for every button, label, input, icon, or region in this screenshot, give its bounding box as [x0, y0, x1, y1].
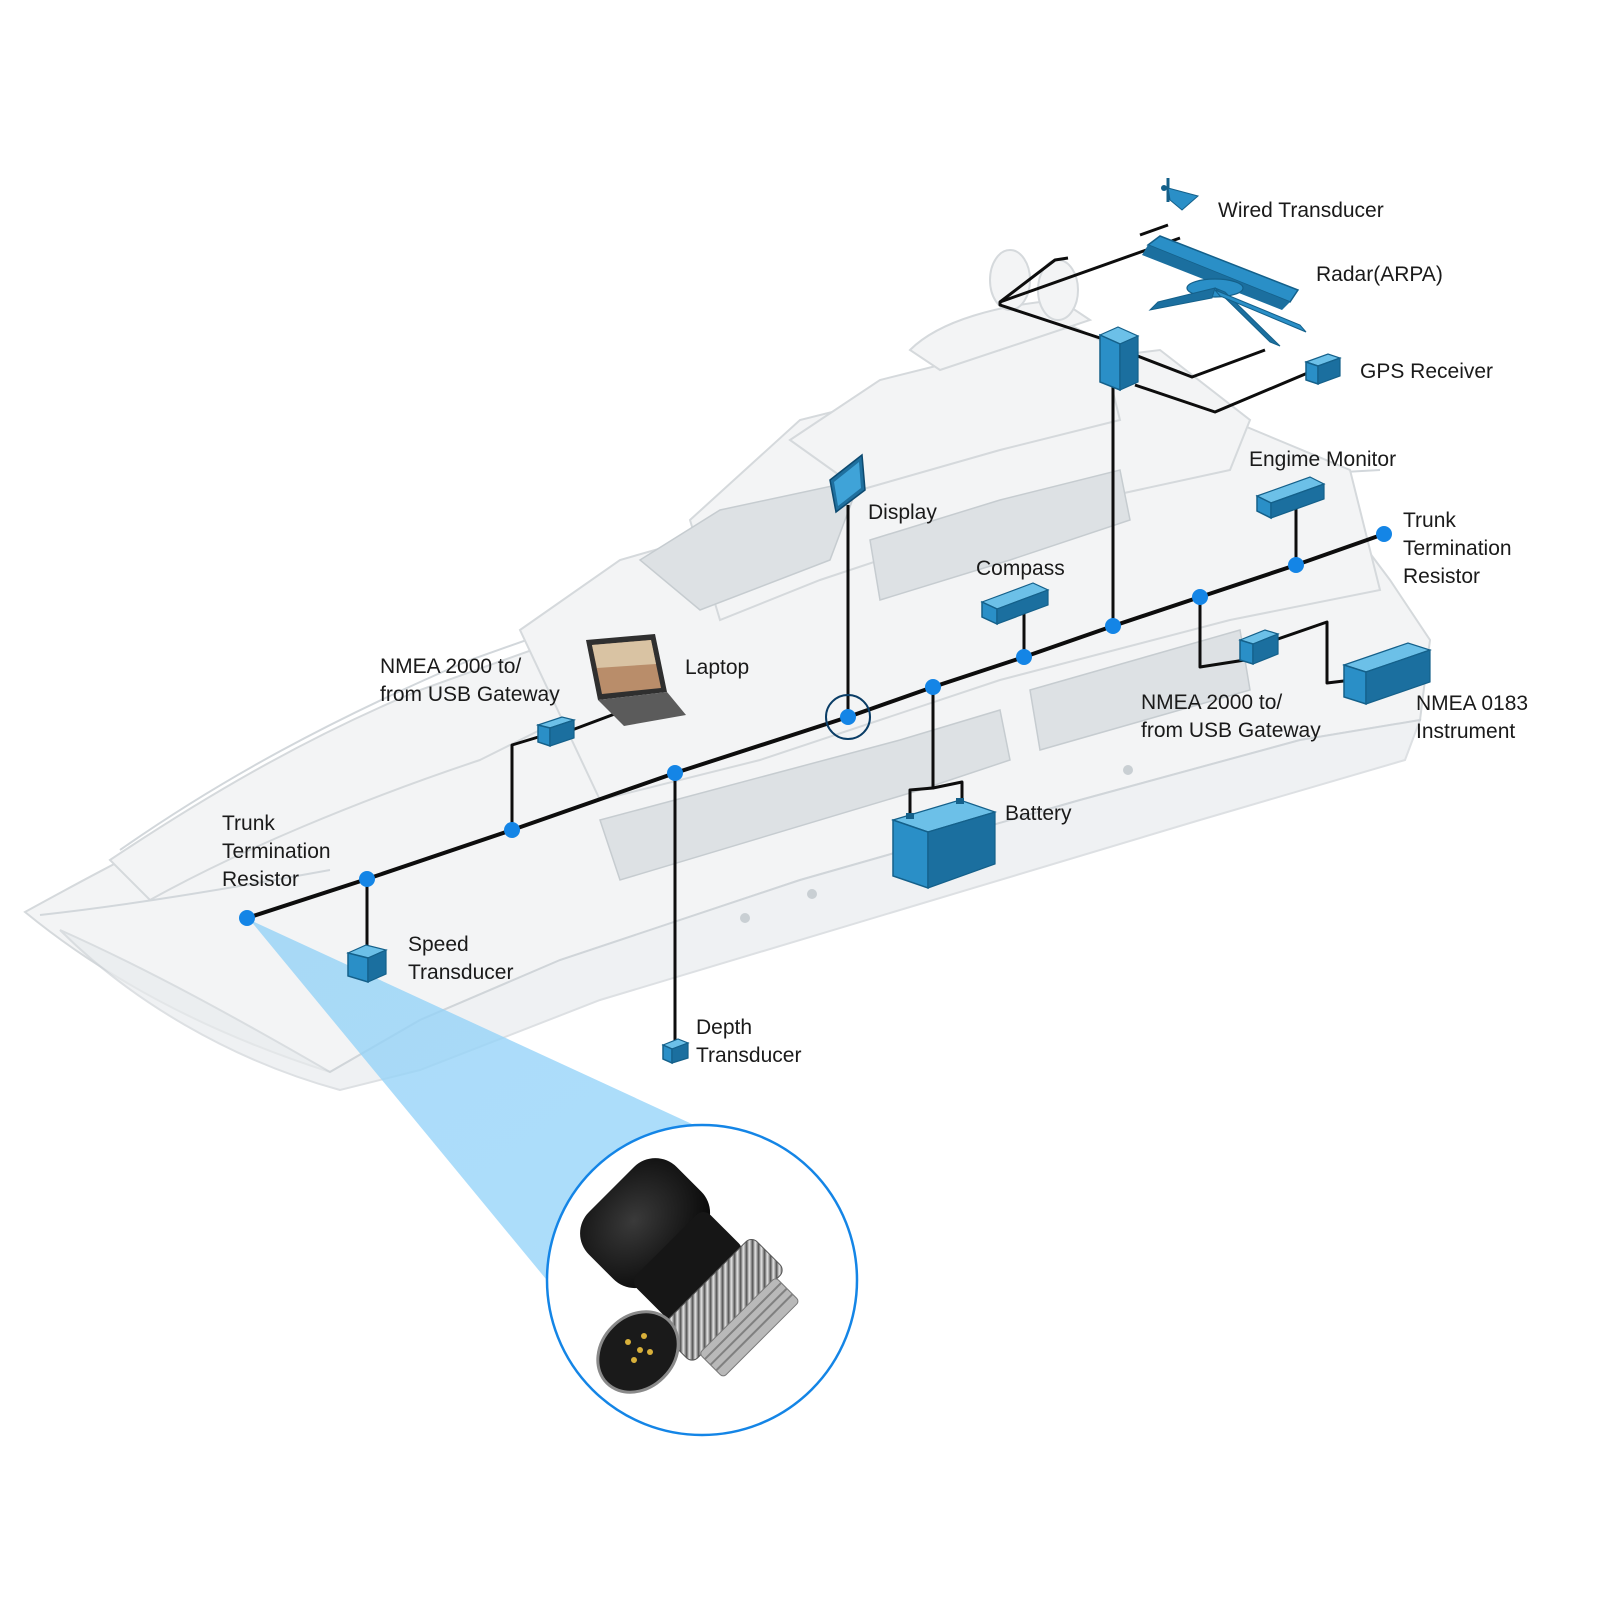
nmea0183-instrument-icon: [1342, 642, 1432, 706]
labels: Wired Transducer Radar(ARPA) GPS Receive…: [222, 199, 1528, 1067]
yacht-illustration: [23, 249, 1432, 1092]
node-display: [840, 709, 856, 725]
laptop-base: [598, 692, 686, 726]
radar-antenna-icon: [1142, 235, 1307, 347]
network-nodes: [239, 526, 1392, 926]
usb-gateway-stern-icon: [1238, 629, 1280, 666]
drop-usb-gateway-stern: [1198, 597, 1246, 669]
laptop-icon: [586, 634, 686, 726]
radar-cable: [998, 236, 1181, 340]
label-usb-gateway-bow-1: NMEA 2000 to/: [380, 655, 521, 678]
label-depth-transducer-1: Depth: [696, 1016, 752, 1039]
label-depth-transducer-2: Transducer: [696, 1044, 801, 1067]
laptop-cable: [571, 710, 621, 732]
yacht-hardtop: [908, 298, 1093, 372]
battery-icon: [891, 798, 997, 890]
label-speed-transducer-2: Transducer: [408, 961, 513, 984]
yacht-dome-1: [989, 249, 1031, 311]
porthole: [740, 913, 750, 923]
label-battery: Battery: [1005, 802, 1072, 825]
gps-cable-upper: [1134, 348, 1266, 379]
connector-pin: [647, 1349, 653, 1355]
porthole: [807, 889, 817, 899]
label-trunk-resistor-bow-3: Resistor: [222, 868, 299, 891]
node-gateway-bow: [504, 822, 520, 838]
label-trunk-resistor-stern-1: Trunk: [1403, 509, 1456, 532]
label-engine-monitor: Engime Monitor: [1249, 448, 1396, 471]
yacht-bow-line: [39, 869, 331, 916]
label-laptop: Laptop: [685, 656, 749, 679]
nmea0183-link: [1274, 620, 1353, 685]
compass-icon: [980, 582, 1050, 626]
label-nmea0183-1: NMEA 0183: [1416, 692, 1528, 715]
node-engine-monitor: [1288, 557, 1304, 573]
yacht-hull-windows: [599, 709, 1011, 881]
connector-pin: [631, 1357, 637, 1363]
nmea2000-m12-connector-icon: [545, 1123, 859, 1437]
wired-transducer-icon: [1161, 178, 1200, 211]
yacht-upper-windows: [869, 469, 1131, 601]
speed-transducer-icon: [346, 944, 388, 984]
node-gateway-stern: [1192, 589, 1208, 605]
connector-pin: [637, 1347, 643, 1353]
node-trunk-resistor-bow: [239, 910, 255, 926]
label-compass: Compass: [976, 557, 1065, 580]
label-radar: Radar(ARPA): [1316, 263, 1443, 286]
yacht-deck-rail: [119, 469, 1381, 851]
drop-battery-pos: [908, 687, 935, 820]
label-speed-transducer-1: Speed: [408, 933, 469, 956]
yacht-windshield: [638, 478, 862, 611]
node-depth: [667, 765, 683, 781]
yacht-hull-windows-aft: [1029, 629, 1251, 751]
porthole: [1123, 765, 1133, 775]
node-mast: [1105, 618, 1121, 634]
node-battery: [925, 679, 941, 695]
label-nmea0183-2: Instrument: [1416, 720, 1515, 743]
usb-gateway-bow-icon: [535, 716, 577, 748]
wired-transducer-cable: [1139, 223, 1169, 237]
label-gps-receiver: GPS Receiver: [1360, 360, 1493, 383]
gps-cable-lower: [1134, 370, 1311, 414]
dome-cable: [999, 256, 1069, 304]
label-trunk-resistor-stern-2: Termination: [1403, 537, 1512, 560]
drop-battery-neg: [932, 780, 964, 800]
connector-pin: [625, 1339, 631, 1345]
display-icon: [829, 453, 866, 514]
connector-pin: [641, 1333, 647, 1339]
label-usb-gateway-stern-2: from USB Gateway: [1141, 719, 1321, 742]
yacht-hull-lower: [59, 718, 1422, 1092]
depth-transducer-icon: [661, 1038, 690, 1065]
node-speed: [359, 871, 375, 887]
label-trunk-resistor-bow-1: Trunk: [222, 812, 275, 835]
label-usb-gateway-stern-1: NMEA 2000 to/: [1141, 691, 1282, 714]
engine-monitor-icon: [1255, 476, 1326, 520]
devices: [346, 178, 1432, 1065]
node-trunk-resistor-stern: [1376, 526, 1392, 542]
label-display: Display: [868, 501, 937, 524]
node-compass: [1016, 649, 1032, 665]
label-wired-transducer: Wired Transducer: [1218, 199, 1384, 222]
drop-usb-gateway-bow: [510, 733, 546, 830]
node-display-ring: [825, 694, 871, 740]
connector-mid-body: [634, 1212, 742, 1320]
label-usb-gateway-bow-2: from USB Gateway: [380, 683, 560, 706]
label-trunk-resistor-stern-3: Resistor: [1403, 565, 1480, 588]
label-trunk-resistor-bow-2: Termination: [222, 840, 331, 863]
gps-receiver-icon: [1304, 353, 1342, 386]
mast-junction-box-icon: [1098, 326, 1140, 392]
